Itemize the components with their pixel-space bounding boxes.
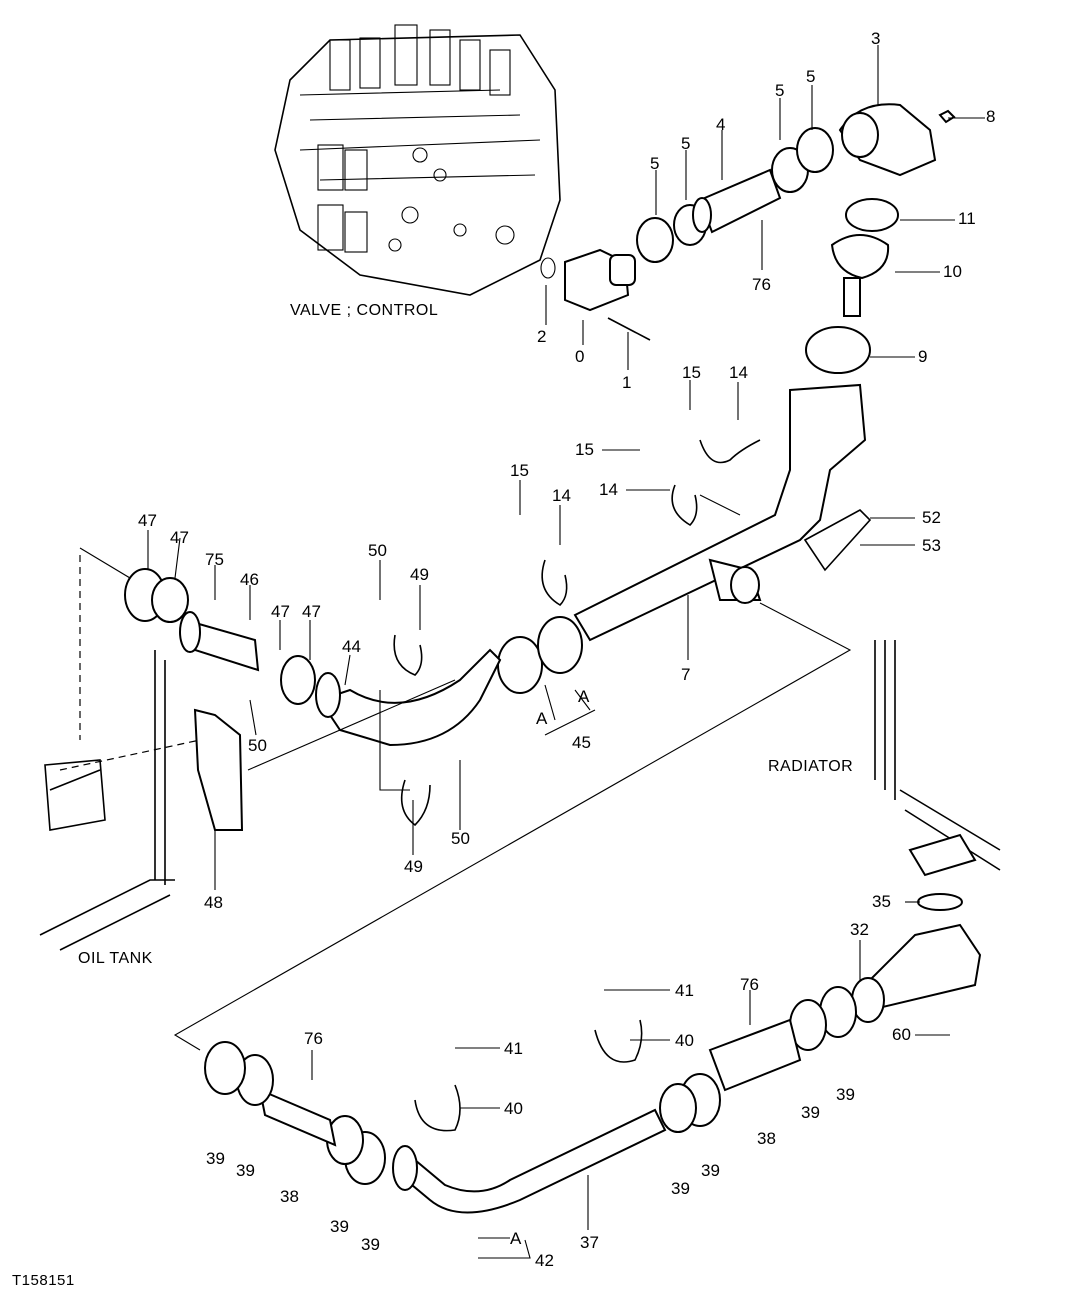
callout-49: 49 [404, 857, 423, 876]
frames [39, 640, 1001, 951]
callout-39: 39 [801, 1103, 820, 1122]
callout-50: 50 [451, 829, 470, 848]
callout-39: 39 [361, 1235, 380, 1254]
callout-5: 5 [650, 154, 660, 173]
callout-8: 8 [986, 107, 996, 126]
callout-15: 15 [682, 363, 701, 382]
callout-38: 38 [280, 1187, 299, 1206]
callout-14: 14 [552, 486, 571, 505]
callout-75: 75 [205, 550, 224, 569]
callout-39: 39 [836, 1085, 855, 1104]
callout-41: 41 [675, 981, 694, 1000]
callout-15: 15 [510, 461, 529, 480]
callout-39: 39 [701, 1161, 720, 1180]
leader-lines [147, 45, 985, 1259]
control-valve [274, 24, 561, 296]
radiator-caption: RADIATOR [768, 758, 854, 775]
callout-2: 2 [537, 327, 547, 346]
callout-39: 39 [206, 1149, 225, 1168]
callout-39: 39 [236, 1161, 255, 1180]
callout-10: 10 [943, 262, 962, 281]
callout-A: A [536, 709, 548, 728]
callout-15: 15 [575, 440, 594, 459]
callout-7: 7 [681, 665, 691, 684]
callout-60: 60 [892, 1025, 911, 1044]
callout-0: 0 [575, 347, 585, 366]
callout-46: 46 [240, 570, 259, 589]
callout-3: 3 [871, 29, 881, 48]
callout-49: 49 [410, 565, 429, 584]
routing-lines [44, 547, 852, 1051]
callout-53: 53 [922, 536, 941, 555]
upper-pipe-assembly [564, 103, 956, 374]
diagram-id: T158151 [12, 1272, 75, 1289]
callout-1: 1 [622, 373, 632, 392]
clamps [393, 439, 872, 1132]
callout-14: 14 [599, 480, 618, 499]
callout-40: 40 [504, 1099, 523, 1118]
callout-A: A [510, 1229, 522, 1248]
callout-5: 5 [806, 67, 816, 86]
callout-37: 37 [580, 1233, 599, 1252]
valve-caption: VALVE ; CONTROL [290, 302, 439, 319]
callout-9: 9 [918, 347, 928, 366]
callout-35: 35 [872, 892, 891, 911]
lower-pipe-assembly [204, 923, 982, 1214]
callout-41: 41 [504, 1039, 523, 1058]
callout-39: 39 [330, 1217, 349, 1236]
callout-45: 45 [572, 733, 591, 752]
callout-47: 47 [271, 602, 290, 621]
callout-4: 4 [716, 115, 726, 134]
callout-50: 50 [368, 541, 387, 560]
callout-76: 76 [304, 1029, 323, 1048]
callout-50: 50 [248, 736, 267, 755]
callout-47: 47 [170, 528, 189, 547]
callout-76: 76 [740, 975, 759, 994]
callout-44: 44 [342, 637, 361, 656]
callout-32: 32 [850, 920, 869, 939]
callout-42: 42 [535, 1251, 554, 1270]
callout-5: 5 [775, 81, 785, 100]
callout-40: 40 [675, 1031, 694, 1050]
callout-11: 11 [958, 209, 976, 228]
oil-tank-caption: OIL TANK [78, 950, 153, 967]
callout-76: 76 [752, 275, 771, 294]
callout-47: 47 [138, 511, 157, 530]
callout-14: 14 [729, 363, 748, 382]
callout-47: 47 [302, 602, 321, 621]
callout-48: 48 [204, 893, 223, 912]
callout-38: 38 [757, 1129, 776, 1148]
callout-39: 39 [671, 1179, 690, 1198]
callout-5: 5 [681, 134, 691, 153]
callout-52: 52 [922, 508, 941, 527]
main-return-pipe [49, 383, 867, 831]
callout-A: A [578, 687, 590, 706]
